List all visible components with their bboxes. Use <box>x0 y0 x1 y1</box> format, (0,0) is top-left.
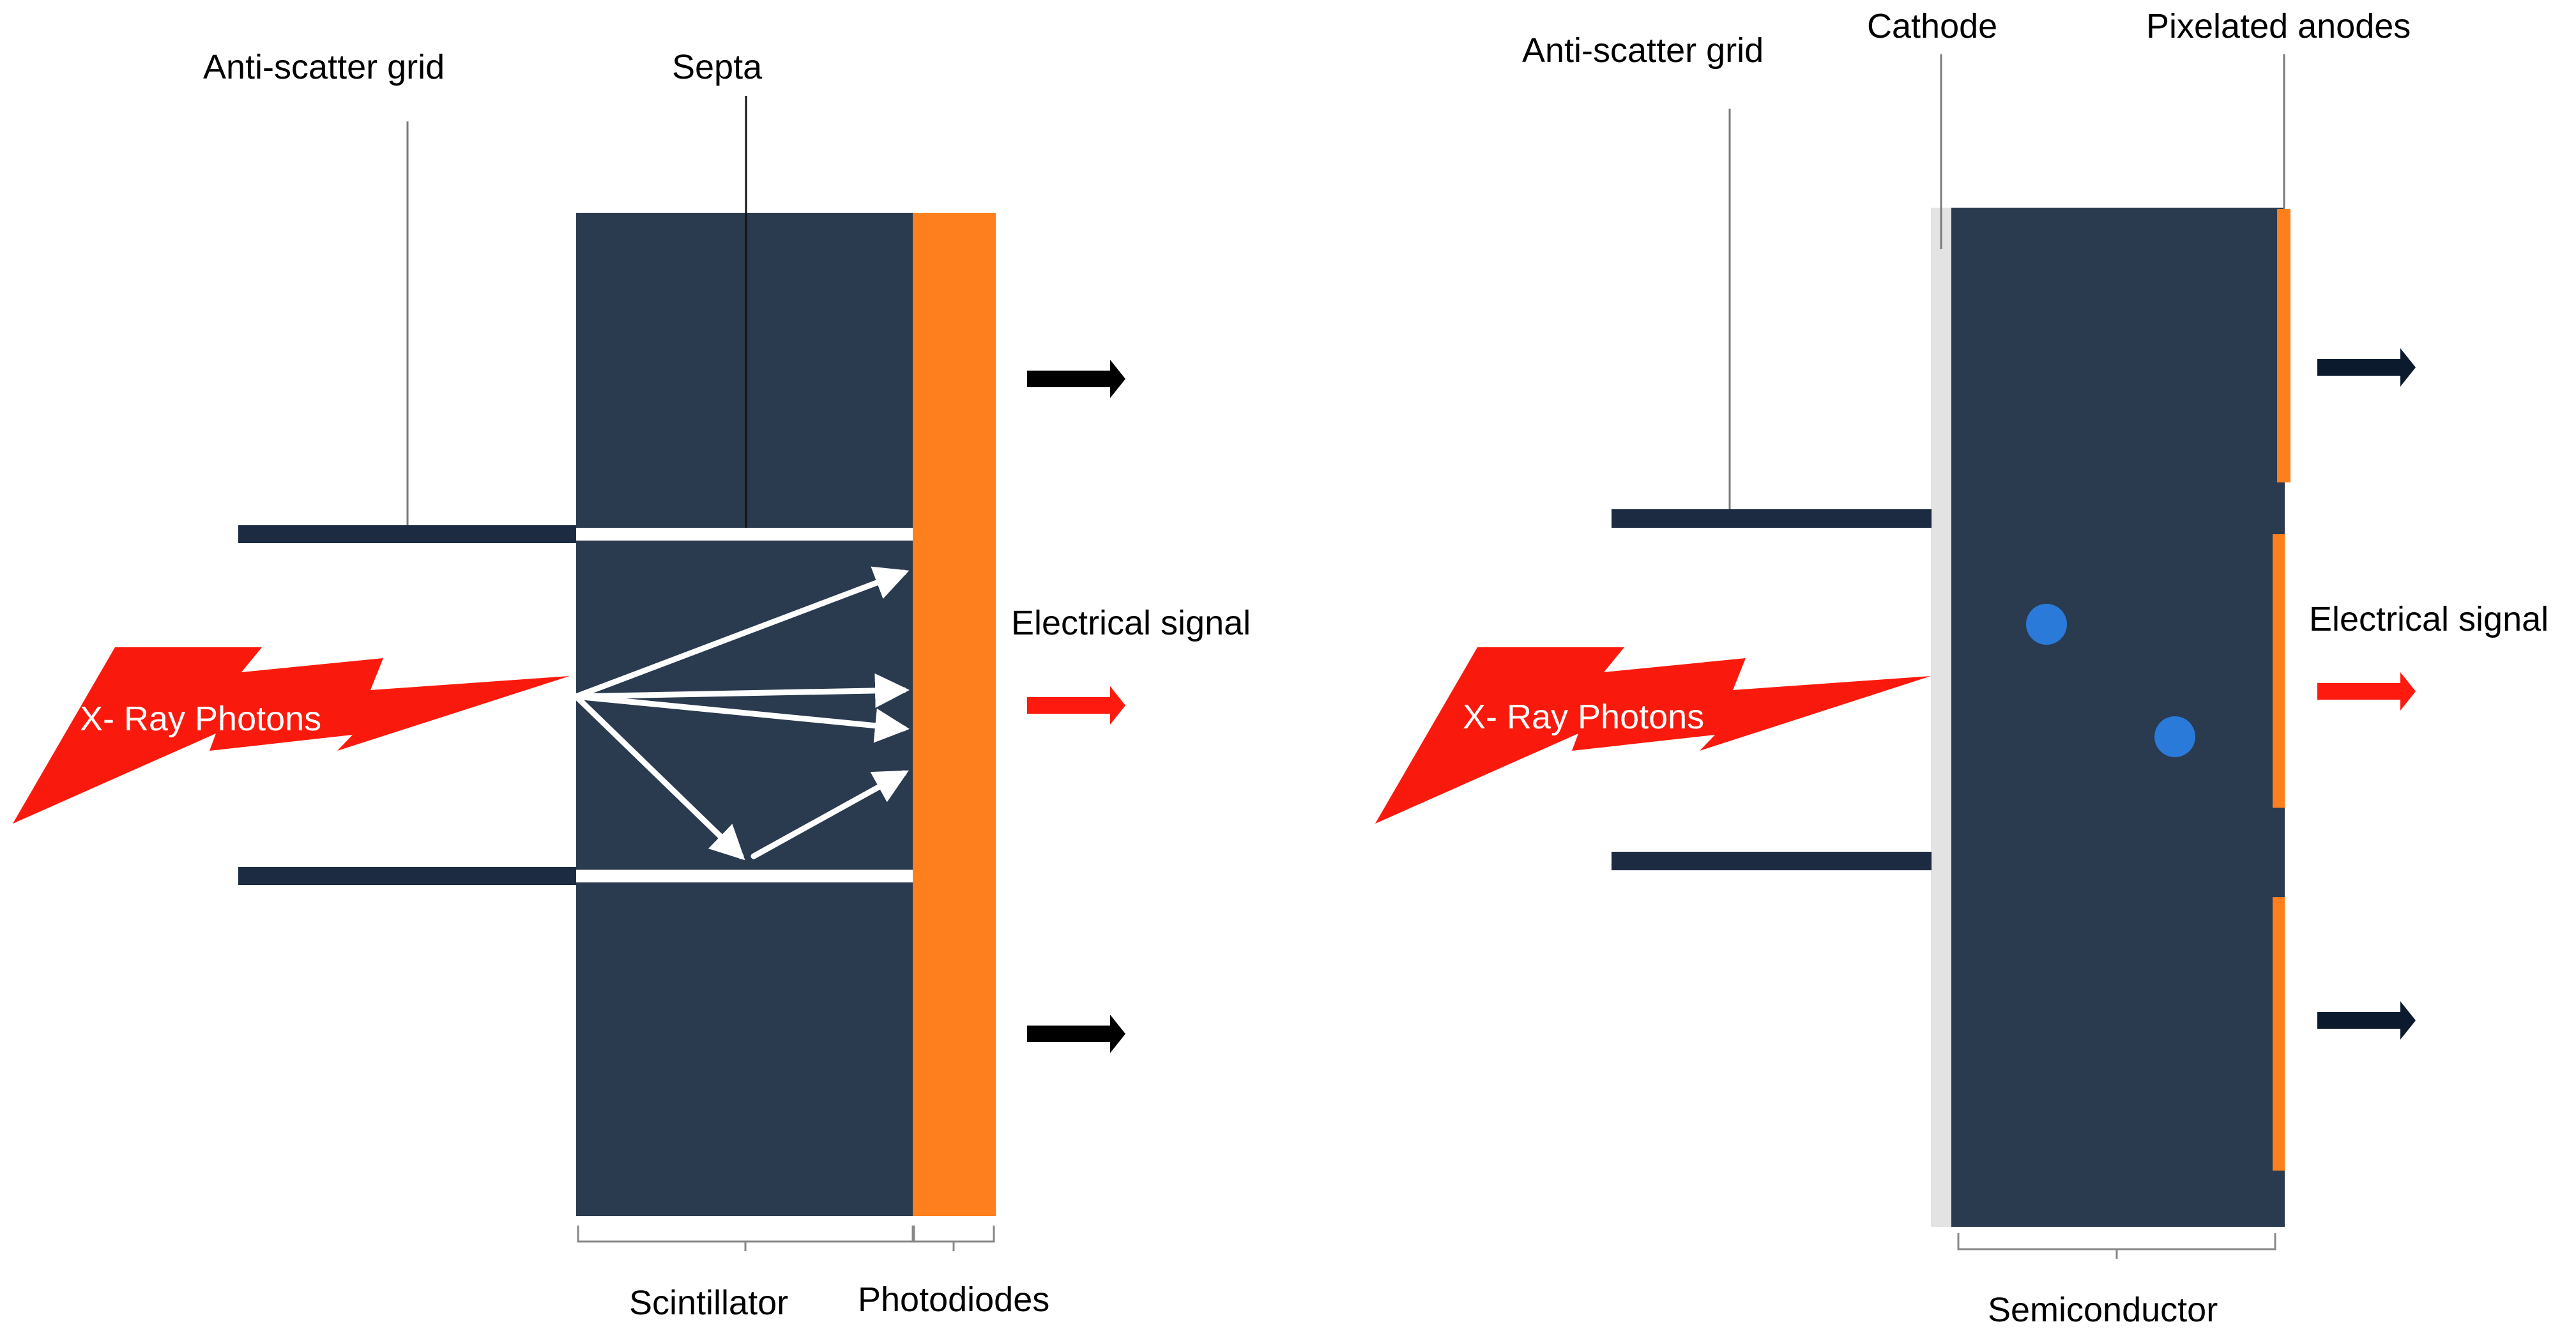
xray-bolt-icon-left <box>13 647 570 824</box>
anti-scatter-grid-label-right: Anti-scatter grid <box>1522 31 1764 70</box>
light-photon-paths <box>573 566 910 861</box>
signal-arrow-bottom-right <box>2317 1001 2416 1040</box>
scintillator-detector-panel: Anti-scatter grid Septa Electrical signa… <box>13 48 1251 1322</box>
semiconductor-brace <box>1957 1233 2276 1259</box>
septum-upper <box>576 528 913 541</box>
photon-path-4 <box>573 693 745 861</box>
xray-bolt-icon-right <box>1375 647 1931 824</box>
photon-path-3 <box>573 693 910 743</box>
cathode-label: Cathode <box>1867 7 1997 45</box>
semiconductor-block <box>1951 208 2285 1227</box>
xray-photons-label-left: X- Ray Photons <box>80 700 321 738</box>
semiconductor-detector-panel: Anti-scatter grid Cathode Pixelated anod… <box>1375 7 2549 1329</box>
anti-scatter-grid-label-left: Anti-scatter grid <box>203 48 445 86</box>
septum-lower <box>576 870 913 882</box>
photon-path-2 <box>573 673 910 708</box>
anti-scatter-bar-upper-right <box>1612 509 1932 528</box>
photodiodes-label: Photodiodes <box>858 1280 1049 1319</box>
photodiode-strip <box>913 213 996 1216</box>
electrical-signal-label-left: Electrical signal <box>1011 604 1251 642</box>
cathode-strip <box>1931 208 1951 1227</box>
semiconductor-label: Semiconductor <box>1988 1291 2218 1329</box>
xray-photons-label-right: X- Ray Photons <box>1463 698 1704 736</box>
anti-scatter-bar-upper <box>238 525 576 543</box>
signal-arrow-top-right <box>2317 348 2416 387</box>
charge-carrier-dot-2 <box>2154 716 2195 757</box>
photon-path-5 <box>751 770 909 859</box>
pixelated-anode-2 <box>2273 534 2285 808</box>
signal-arrow-middle-right <box>2317 672 2416 711</box>
signal-arrow-middle-left <box>1027 686 1125 725</box>
pixelated-anodes-label: Pixelated anodes <box>2146 7 2411 45</box>
anti-scatter-bar-lower-right <box>1612 852 1932 870</box>
signal-arrow-top-left <box>1027 360 1125 398</box>
pixelated-anode-1 <box>2277 209 2290 482</box>
septa-label: Septa <box>672 48 763 86</box>
charge-carrier-dot-1 <box>2026 604 2067 645</box>
scintillator-brace <box>577 1226 914 1251</box>
anti-scatter-bar-lower <box>238 867 576 885</box>
photodiodes-brace <box>913 1226 995 1251</box>
photon-path-1 <box>573 566 910 700</box>
signal-arrow-bottom-left <box>1027 1015 1125 1053</box>
pixelated-anode-3 <box>2273 897 2285 1171</box>
scintillator-label: Scintillator <box>629 1284 788 1322</box>
electrical-signal-label-right: Electrical signal <box>2309 600 2549 638</box>
